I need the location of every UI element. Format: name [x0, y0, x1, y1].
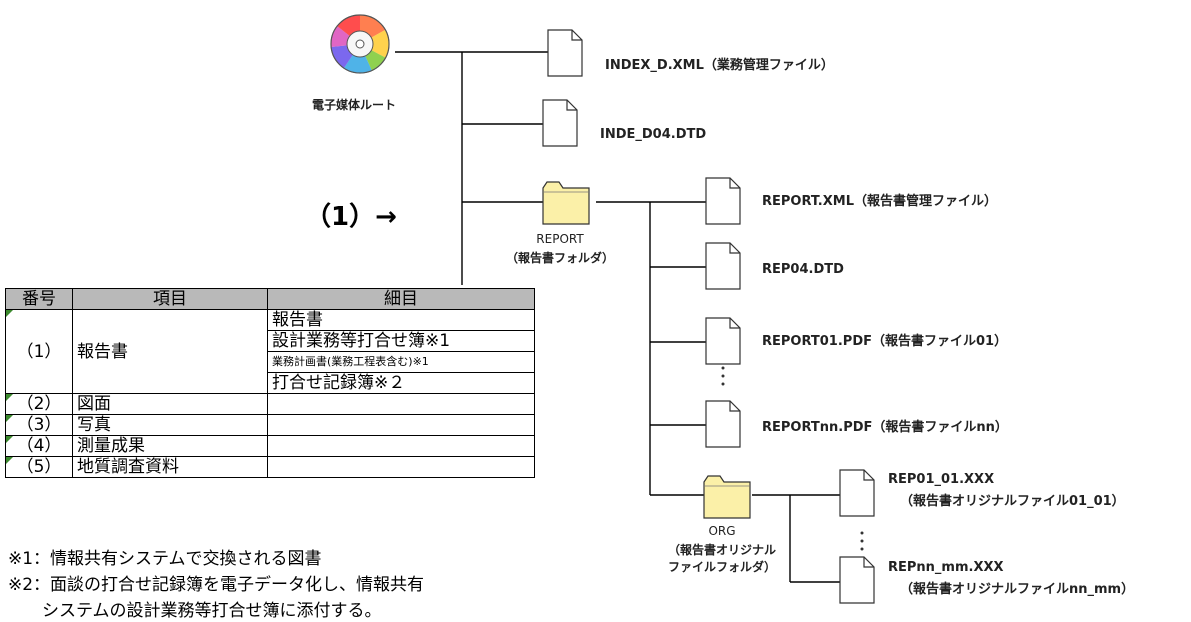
file-label-repnn-desc: （報告書オリジナルファイルnn_mm） [900, 582, 1135, 597]
row-detail-empty [267, 414, 535, 436]
table-row: 設計業務等打合せ簿※1 [6, 330, 535, 352]
row-number: （5） [5, 456, 73, 478]
row-detail: 設計業務等打合せ簿※1 [267, 330, 535, 352]
row-detail: 報告書 [267, 309, 535, 331]
header-number: 番号 [5, 288, 73, 310]
row-item: 報告書 [72, 309, 268, 394]
folder-icon-report [542, 181, 590, 225]
doc-icon-repnn [839, 556, 875, 604]
file-label-repnn-name: REPnn_mm.XXX [888, 560, 1004, 575]
row-number: （1） [5, 309, 73, 394]
table-row: （3） 写真 [5, 414, 535, 436]
root-label: 電子媒体ルート [312, 98, 397, 112]
header-detail: 細目 [267, 288, 535, 310]
doc-icon-index-xml [547, 29, 583, 77]
callout-arrow-label: （1）→ [305, 202, 397, 232]
file-label-index-xml: INDEX_D.XML（業務管理ファイル） [605, 58, 834, 73]
doc-icon-report01 [705, 317, 741, 365]
footnote-2: ※2：面談の打合せ記録簿を電子データ化し、情報共有 [8, 575, 425, 595]
tree-connectors [395, 51, 840, 583]
row-item: 写真 [72, 414, 268, 436]
row-detail: 打合せ記録簿※２ [267, 372, 535, 394]
file-label-index-dtd: INDE_D04.DTD [600, 127, 707, 142]
file-label-report-xml: REPORT.XML（報告書管理ファイル） [762, 194, 997, 209]
table-header-row: 番号 項目 細目 [5, 288, 535, 310]
row-detail: 業務計画書(業務工程表含む)※1 [267, 351, 535, 373]
file-label-rep-dtd: REP04.DTD [762, 262, 844, 277]
doc-icon-reportnn [705, 400, 741, 448]
folder-icon-org [703, 475, 751, 519]
row-number: （2） [5, 393, 73, 415]
table-row: （2） 図面 [5, 393, 535, 415]
table-row: （5） 地質調査資料 [5, 456, 535, 478]
file-label-rep01-name: REP01_01.XXX [888, 472, 995, 487]
table-row: （4） 測量成果 [5, 435, 535, 457]
item-table: 番号 項目 細目 （1） 報告書 報告書 設計業務等打合せ簿※1 業務計画書(業… [5, 288, 535, 478]
table-row: （1） 報告書 報告書 [5, 309, 535, 394]
file-label-report01: REPORT01.PDF（報告書ファイル01） [762, 334, 1008, 349]
table-row: 打合せ記録簿※２ [6, 372, 535, 394]
row-item: 地質調査資料 [72, 456, 268, 478]
doc-icon-rep-dtd [705, 242, 741, 290]
ellipsis-dots [721, 366, 864, 551]
folder-label-org-desc2: ファイルフォルダ） [667, 560, 776, 574]
row-item: 図面 [72, 393, 268, 415]
file-label-rep01-desc: （報告書オリジナルファイル01_01） [900, 494, 1125, 509]
folder-label-report-desc: （報告書フォルダ） [505, 251, 614, 265]
header-item: 項目 [72, 288, 268, 310]
row-detail-empty [267, 435, 535, 457]
row-number: （4） [5, 435, 73, 457]
footnote-3: システムの設計業務等打合せ簿に添付する。 [8, 601, 382, 621]
row-detail-empty [267, 456, 535, 478]
file-label-reportnn: REPORTnn.PDF（報告書ファイルnn） [762, 420, 1008, 435]
cd-disc-icon [330, 14, 390, 74]
folder-label-org-desc1: （報告書オリジナル [667, 543, 776, 557]
row-number: （3） [5, 414, 73, 436]
row-item: 測量成果 [72, 435, 268, 457]
doc-icon-rep01 [839, 469, 875, 517]
folder-label-report-name: REPORT [536, 232, 584, 246]
doc-icon-report-xml [705, 177, 741, 225]
row-detail-empty [267, 393, 535, 415]
doc-icon-index-dtd [542, 99, 578, 147]
folder-label-org-name: ORG [708, 524, 736, 538]
footnote-1: ※1：情報共有システムで交換される図書 [8, 549, 322, 569]
